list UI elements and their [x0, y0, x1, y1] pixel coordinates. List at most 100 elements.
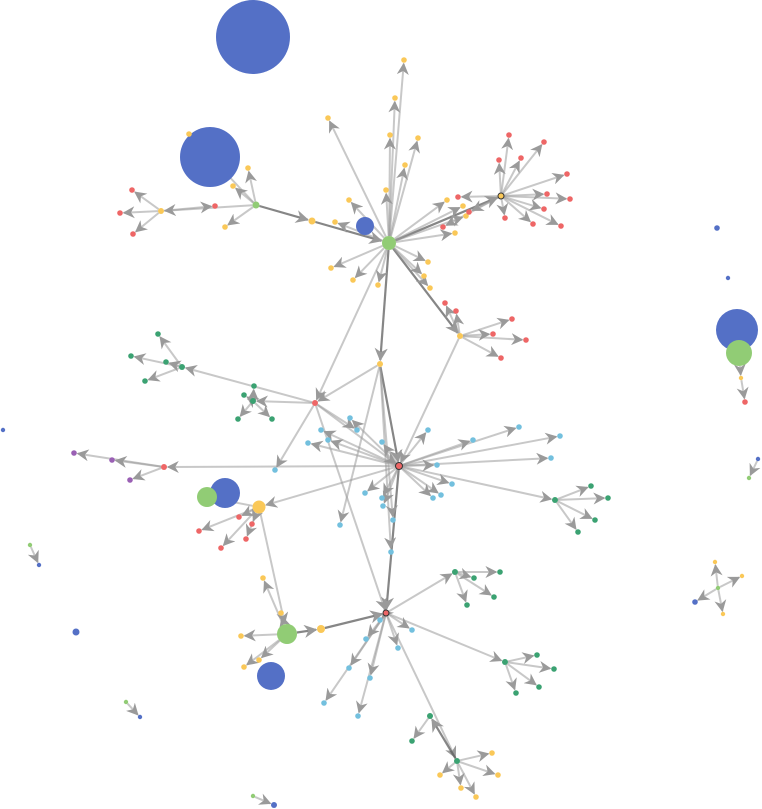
graph-node[interactable]	[210, 478, 240, 508]
graph-node[interactable]	[534, 652, 540, 658]
graph-node[interactable]	[387, 132, 393, 138]
graph-node[interactable]	[458, 785, 464, 791]
graph-node[interactable]	[444, 197, 450, 203]
graph-node[interactable]	[130, 231, 136, 237]
graph-node[interactable]	[379, 495, 385, 501]
graph-node[interactable]	[383, 187, 389, 193]
graph-node[interactable]	[427, 285, 433, 291]
graph-node[interactable]	[506, 132, 512, 138]
graph-node[interactable]	[449, 481, 455, 487]
graph-node[interactable]	[158, 208, 164, 214]
graph-node[interactable]	[222, 224, 228, 230]
graph-node[interactable]	[425, 427, 431, 433]
graph-node[interactable]	[388, 549, 394, 555]
graph-node[interactable]	[541, 139, 547, 145]
graph-node[interactable]	[473, 794, 479, 800]
graph-node[interactable]	[271, 802, 277, 808]
graph-node[interactable]	[123, 699, 129, 705]
graph-node[interactable]	[716, 309, 758, 351]
graph-node[interactable]	[415, 135, 421, 141]
graph-node[interactable]	[714, 225, 720, 231]
graph-node[interactable]	[715, 585, 721, 591]
graph-node[interactable]	[325, 115, 331, 121]
graph-node[interactable]	[180, 127, 240, 187]
graph-node[interactable]	[249, 521, 255, 527]
graph-node[interactable]	[155, 331, 161, 337]
graph-node[interactable]	[464, 602, 470, 608]
graph-node[interactable]	[179, 364, 185, 370]
graph-node[interactable]	[241, 664, 247, 670]
graph-node[interactable]	[382, 236, 396, 250]
graph-node[interactable]	[27, 542, 33, 548]
graph-node[interactable]	[523, 337, 529, 343]
graph-node[interactable]	[163, 359, 169, 365]
graph-node[interactable]	[497, 192, 505, 200]
graph-node[interactable]	[575, 529, 581, 535]
graph-node[interactable]	[452, 230, 458, 236]
graph-node[interactable]	[454, 758, 460, 764]
graph-node[interactable]	[564, 171, 570, 177]
graph-node[interactable]	[337, 522, 343, 528]
graph-node[interactable]	[332, 219, 338, 225]
graph-node[interactable]	[755, 456, 761, 462]
graph-node[interactable]	[250, 793, 256, 799]
graph-node[interactable]	[437, 772, 443, 778]
graph-node[interactable]	[212, 203, 218, 209]
graph-node[interactable]	[278, 610, 284, 616]
graph-node[interactable]	[235, 416, 241, 422]
graph-node[interactable]	[252, 500, 266, 514]
graph-node[interactable]	[516, 424, 522, 430]
graph-node[interactable]	[218, 545, 224, 551]
graph-node[interactable]	[530, 221, 536, 227]
graph-node[interactable]	[252, 201, 260, 209]
graph-node[interactable]	[109, 457, 115, 463]
graph-node[interactable]	[161, 464, 167, 470]
graph-node[interactable]	[513, 690, 519, 696]
graph-node[interactable]	[551, 666, 557, 672]
graph-node[interactable]	[277, 624, 297, 644]
graph-node[interactable]	[230, 183, 236, 189]
graph-node[interactable]	[466, 209, 472, 215]
graph-node[interactable]	[712, 559, 718, 565]
graph-node[interactable]	[558, 223, 564, 229]
graph-node[interactable]	[390, 517, 396, 523]
graph-node[interactable]	[71, 450, 77, 456]
graph-node[interactable]	[350, 277, 356, 283]
graph-node[interactable]	[36, 562, 42, 568]
graph-node[interactable]	[356, 217, 374, 235]
graph-node[interactable]	[377, 361, 383, 367]
graph-node[interactable]	[460, 203, 466, 209]
graph-node[interactable]	[243, 536, 249, 542]
graph-node[interactable]	[325, 437, 331, 443]
graph-node[interactable]	[317, 625, 325, 633]
graph-node[interactable]	[241, 392, 247, 398]
graph-node[interactable]	[0, 427, 6, 433]
graph-node[interactable]	[502, 215, 508, 221]
graph-node[interactable]	[129, 187, 135, 193]
graph-node[interactable]	[442, 300, 448, 306]
graph-node[interactable]	[127, 477, 133, 483]
graph-node[interactable]	[720, 611, 726, 617]
graph-node[interactable]	[496, 157, 502, 163]
graph-node[interactable]	[742, 399, 748, 405]
graph-node[interactable]	[463, 213, 469, 219]
graph-node[interactable]	[128, 353, 134, 359]
graph-node[interactable]	[409, 627, 415, 633]
graph-node[interactable]	[260, 575, 266, 581]
graph-node[interactable]	[346, 665, 352, 671]
graph-node[interactable]	[346, 197, 352, 203]
graph-node[interactable]	[421, 273, 427, 279]
graph-node[interactable]	[379, 439, 385, 445]
graph-node[interactable]	[367, 675, 373, 681]
graph-node[interactable]	[692, 599, 698, 605]
graph-node[interactable]	[395, 462, 403, 470]
graph-node[interactable]	[402, 162, 408, 168]
graph-node[interactable]	[251, 383, 257, 389]
graph-node[interactable]	[354, 427, 360, 433]
graph-node[interactable]	[186, 131, 192, 137]
graph-node[interactable]	[425, 259, 431, 265]
graph-node[interactable]	[347, 415, 353, 421]
graph-node[interactable]	[363, 636, 369, 642]
graph-node[interactable]	[380, 503, 386, 509]
